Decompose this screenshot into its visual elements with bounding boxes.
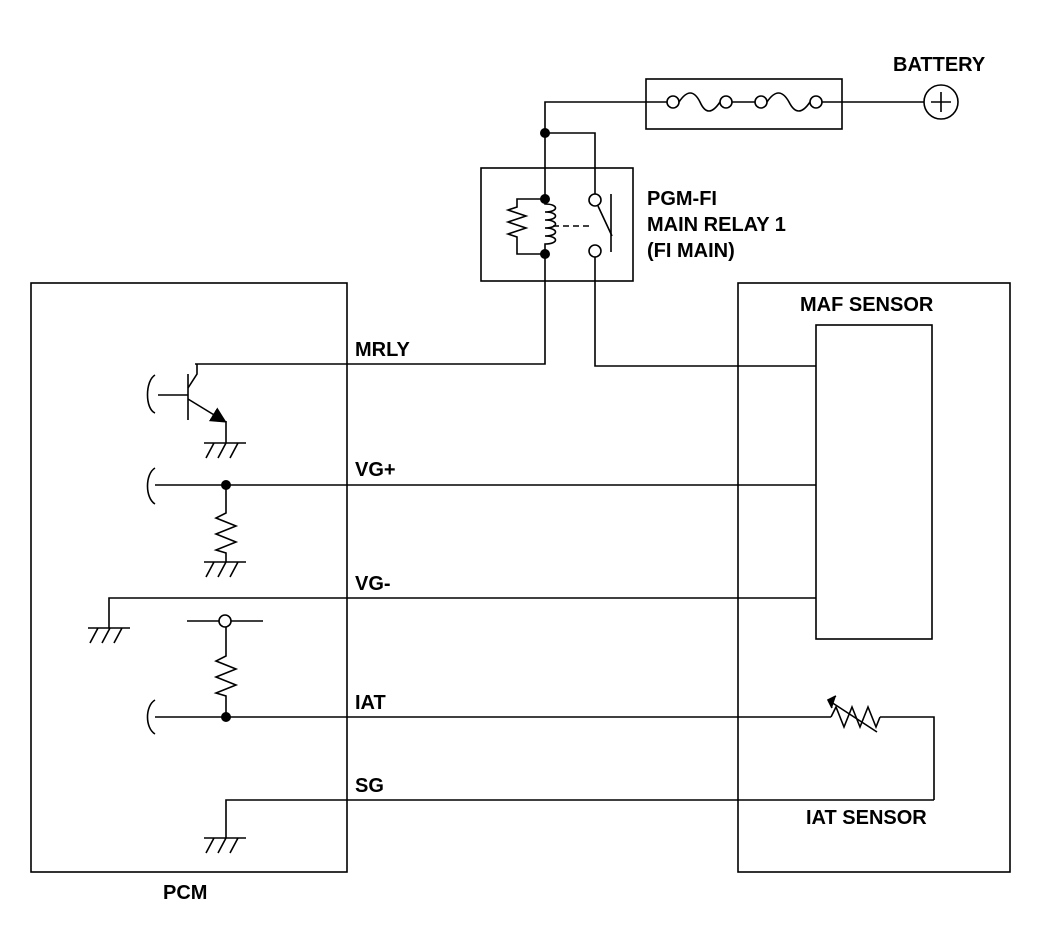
relay-to-maf-wire — [594, 257, 816, 367]
iat-stub — [146, 699, 156, 735]
ground-symbol — [204, 442, 246, 459]
iat-wire-label: IAT — [355, 692, 386, 714]
junction-dot — [540, 249, 550, 259]
relay-label-line1: PGM-FI — [647, 188, 717, 210]
pcm-label: PCM — [163, 882, 208, 904]
pcm-box — [30, 282, 348, 873]
junction-dot — [221, 480, 231, 490]
maf-sensor-label: MAF SENSOR — [800, 294, 934, 316]
ground-symbol — [88, 627, 130, 644]
sg-wire — [225, 799, 934, 838]
junction-dot — [221, 712, 231, 722]
relay-coil-symbol — [505, 198, 557, 255]
relay-box — [480, 167, 634, 282]
relay-label-line2: MAIN RELAY 1 — [647, 214, 786, 236]
ground-symbol — [204, 561, 246, 578]
reference-voltage-terminal — [218, 614, 232, 628]
junction-dot — [540, 128, 550, 138]
transistor-symbol — [146, 364, 227, 443]
iat-sensor-return-wire — [880, 716, 935, 800]
vg-plus-wire-label: VG+ — [355, 459, 396, 481]
junction-dot — [540, 194, 550, 204]
maf-sensor-box — [737, 282, 1011, 873]
mrly-wire — [195, 254, 546, 365]
mrly-wire-label: MRLY — [355, 339, 410, 361]
relay-feed-wire — [544, 101, 646, 199]
fuse-symbol-2 — [754, 92, 823, 112]
relay-switch-contacts — [588, 193, 613, 258]
sg-wire-label: SG — [355, 775, 384, 797]
relay-label-line3: (FI MAIN) — [647, 240, 735, 262]
thermistor-symbol — [826, 695, 881, 733]
vg-plus-stub — [146, 467, 156, 505]
fuse-symbol-1 — [666, 92, 733, 112]
battery-label: BATTERY — [893, 54, 986, 76]
ground-symbol — [204, 837, 246, 854]
vg-minus-wire — [108, 597, 816, 628]
vg-plus-pulldown — [213, 485, 239, 562]
relay-contact-feed-wire — [545, 132, 596, 194]
battery-symbol — [923, 84, 959, 120]
iat-sensor-label: IAT SENSOR — [806, 807, 927, 829]
iat-pullup-resistor — [213, 627, 239, 717]
maf-sensor-element — [815, 324, 933, 640]
fuse-box — [645, 78, 843, 130]
vg-minus-wire-label: VG- — [355, 573, 391, 595]
